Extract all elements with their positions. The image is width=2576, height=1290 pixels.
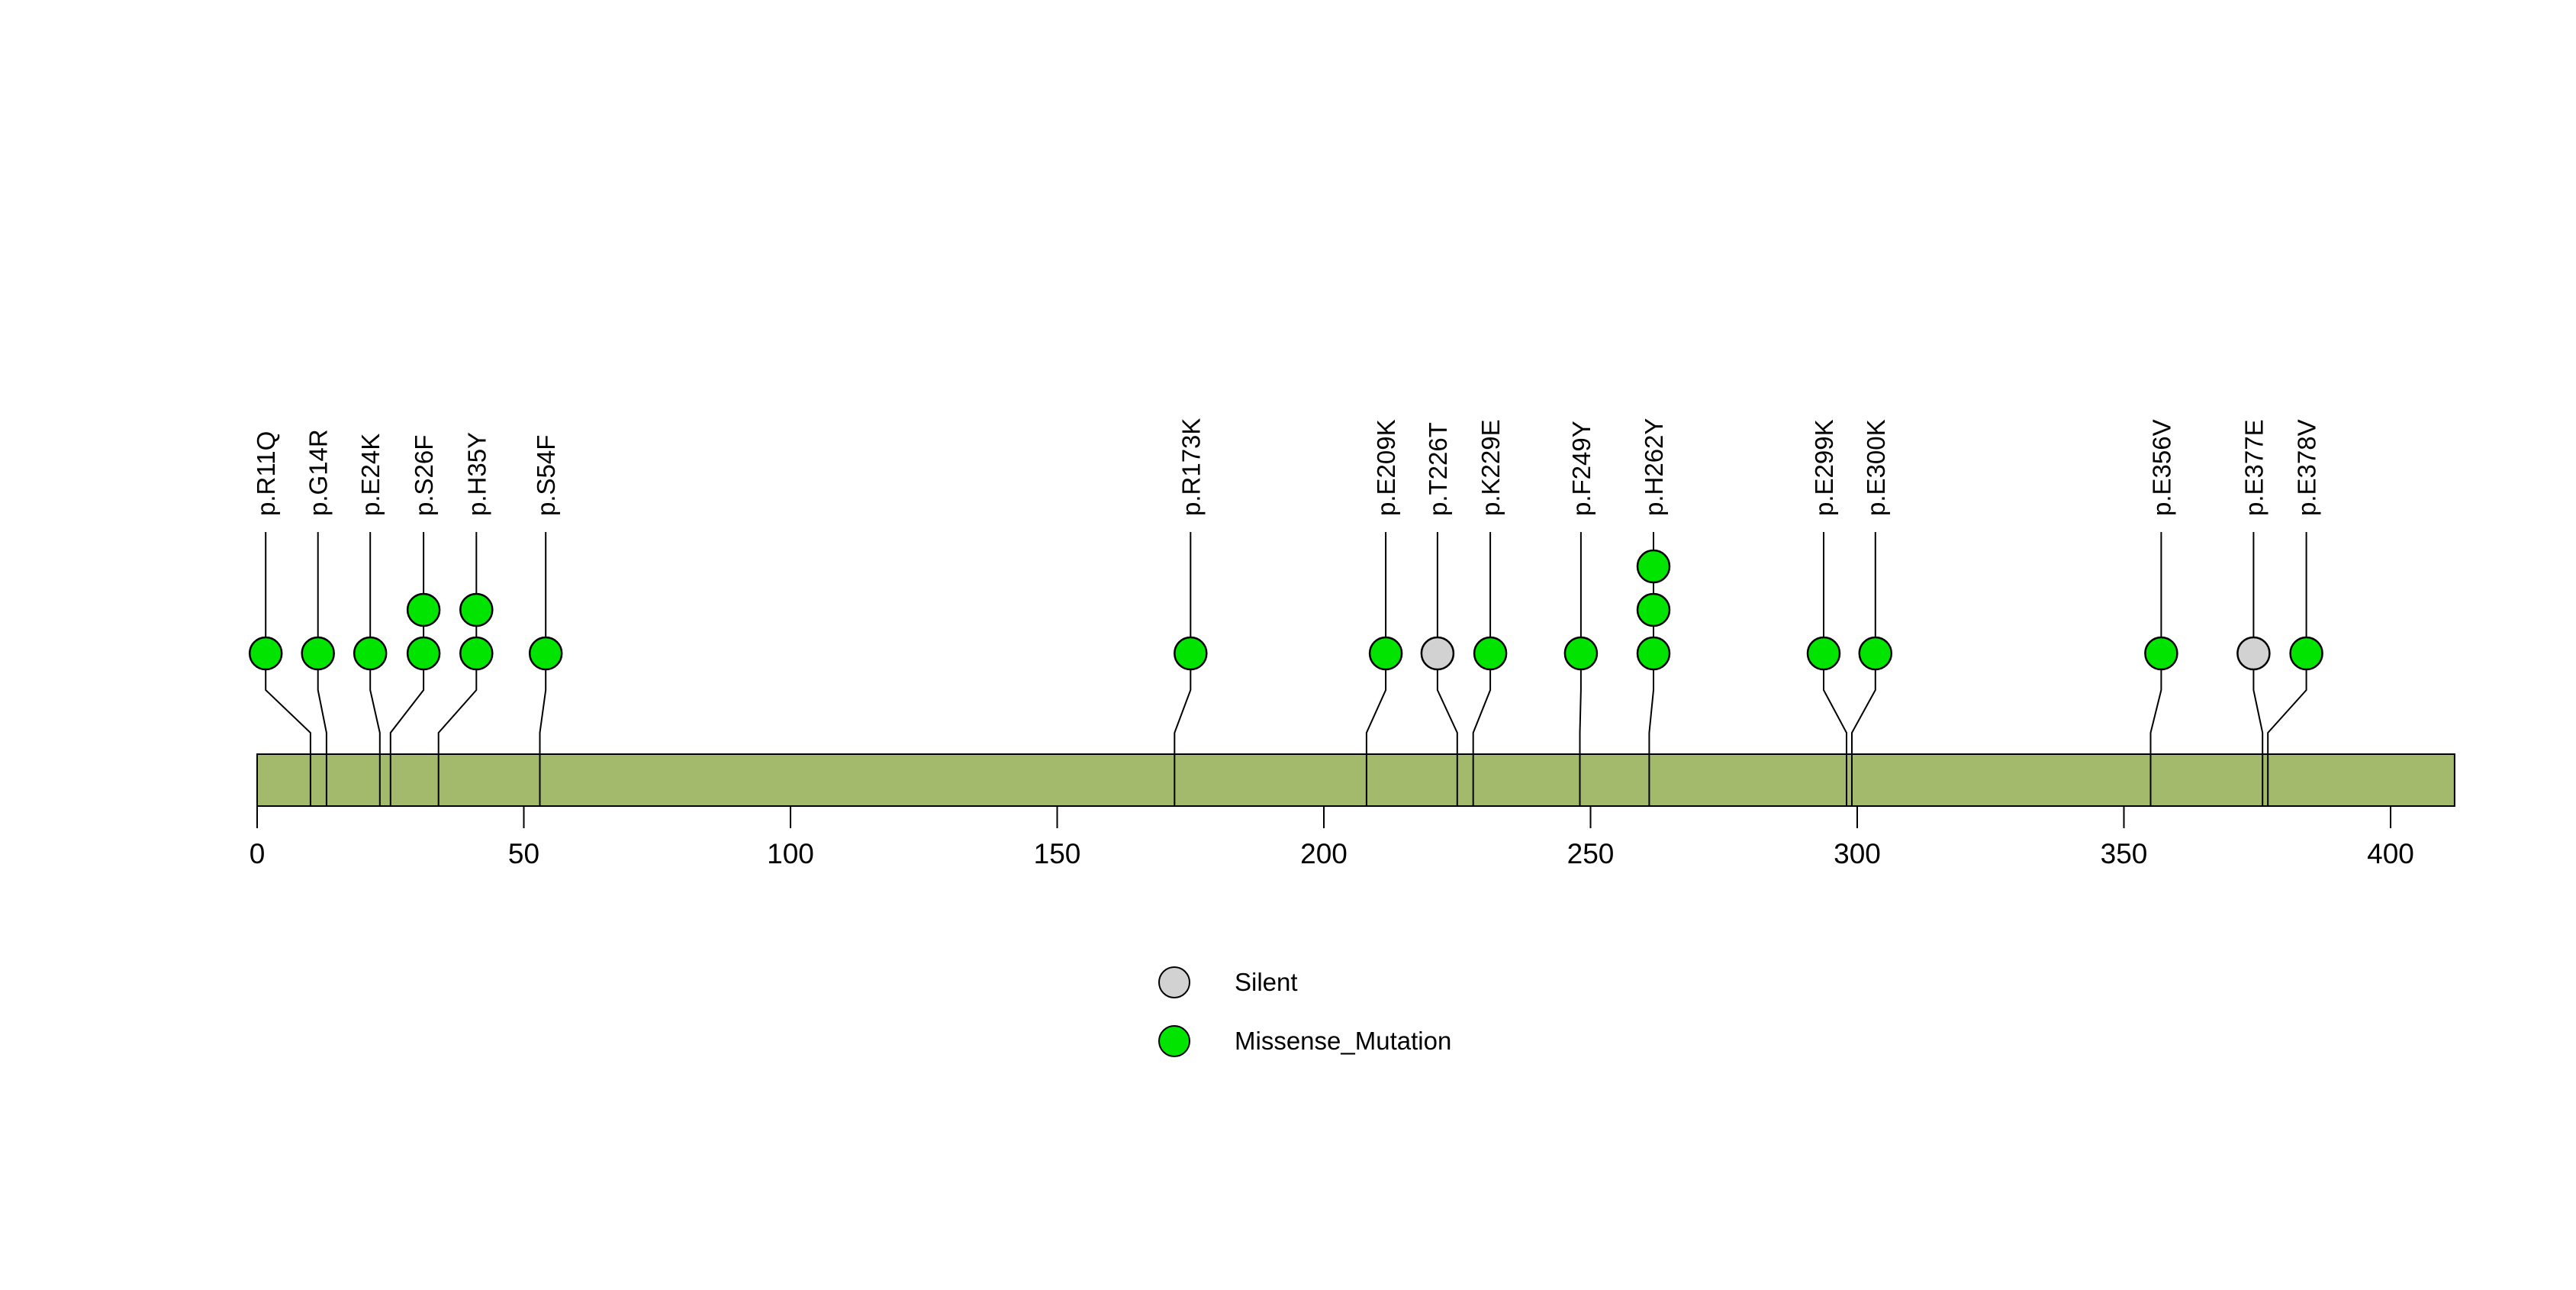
- mutation-circle-pR11Q-1: [248, 636, 283, 671]
- mutation-circle-pS54F-1: [528, 636, 563, 671]
- mutation-stem-pG14R: [317, 532, 327, 806]
- mutation-label-pK229E: p.K229E: [1476, 419, 1505, 516]
- axis-tick-label-50: 50: [508, 838, 539, 869]
- mutation-label-pE356V: p.E356V: [2147, 419, 2175, 516]
- axis-tick-label-300: 300: [1834, 838, 1881, 869]
- axis-tick-label-250: 250: [1567, 838, 1615, 869]
- mutation-circle-pE300K-1: [1858, 636, 1893, 671]
- mutation-label-pE299K: p.E299K: [1810, 419, 1838, 516]
- mutation-circle-pH262Y-1: [1636, 636, 1671, 671]
- axis-tick-label-100: 100: [767, 838, 814, 869]
- protein-bar: [256, 753, 2455, 807]
- mutation-label-pR11Q: p.R11Q: [252, 431, 280, 516]
- mutation-stem-pE209K: [1365, 532, 1387, 806]
- mutation-stem-pE300K: [1851, 532, 1876, 806]
- mutation-stem-pE377E: [2252, 532, 2264, 806]
- mutation-label-pR173K: p.R173K: [1177, 418, 1205, 516]
- mutation-stem-pE356V: [2149, 532, 2162, 806]
- mutation-circle-pH35Y-2: [459, 592, 494, 627]
- mutation-circle-pE377E-1: [2236, 636, 2271, 671]
- mutation-circle-pE378V-1: [2289, 636, 2323, 671]
- mutation-circle-pE299K-1: [1806, 636, 1841, 671]
- mutation-label-pE300K: p.E300K: [1862, 419, 1890, 516]
- mutation-circle-pF249Y-1: [1563, 636, 1599, 671]
- mutation-circle-pR173K-1: [1174, 636, 1208, 671]
- mutation-stem-pE378V: [2267, 532, 2307, 806]
- mutation-circle-pH262Y-2: [1636, 592, 1671, 627]
- mutation-stem-pF249Y: [1579, 532, 1582, 806]
- mutation-label-pF249Y: p.F249Y: [1567, 421, 1596, 516]
- legend: Silent Missense_Mutation: [1158, 966, 1451, 1057]
- legend-item-silent: Silent: [1158, 966, 1451, 998]
- mutation-stem-pE299K: [1823, 532, 1847, 806]
- mutation-label-pG14R: p.G14R: [304, 429, 333, 516]
- mutation-circle-pS26F-1: [406, 636, 441, 671]
- mutation-circle-pK229E-1: [1473, 636, 1508, 671]
- mutation-label-pS26F: p.S26F: [410, 435, 438, 516]
- mutation-label-pE209K: p.E209K: [1372, 419, 1400, 516]
- mutation-stem-pS54F: [539, 532, 547, 806]
- mutation-label-pH262Y: p.H262Y: [1640, 418, 1668, 516]
- axis-tick-label-350: 350: [2101, 838, 2148, 869]
- mutation-stem-pR11Q: [265, 532, 311, 806]
- mutation-circle-pE24K-1: [353, 636, 388, 671]
- mutation-label-pH35Y: p.H35Y: [462, 432, 491, 516]
- mutation-circle-pG14R-1: [301, 636, 335, 671]
- mutation-circle-pT226T-1: [1420, 636, 1455, 671]
- mutation-stem-pR173K: [1174, 532, 1192, 806]
- mutation-circle-pH262Y-3: [1636, 549, 1671, 584]
- mutation-circle-pH35Y-1: [459, 636, 494, 671]
- mutation-stem-pT226T: [1436, 532, 1458, 806]
- axis-tick-label-150: 150: [1034, 838, 1081, 869]
- mutation-circle-pS26F-2: [406, 592, 441, 627]
- mutation-stem-pK229E: [1472, 532, 1492, 806]
- mutation-stem-pE24K: [369, 532, 381, 806]
- mutation-label-pE377E: p.E377E: [2240, 419, 2268, 516]
- axis-tick-label-0: 0: [250, 838, 266, 869]
- axis-tick-label-400: 400: [2367, 838, 2414, 869]
- mutation-label-pS54F: p.S54F: [532, 435, 560, 516]
- legend-swatch-silent-circle: [1158, 966, 1190, 998]
- legend-label-missense-mutation: Missense_Mutation: [1235, 1027, 1452, 1055]
- mutation-label-pE378V: p.E378V: [2293, 419, 2321, 516]
- legend-label-silent: Silent: [1235, 968, 1298, 996]
- mutation-circle-pE209K-1: [1368, 636, 1403, 671]
- mutation-circle-pE356V-1: [2144, 636, 2178, 671]
- legend-swatch-missense-circle: [1158, 1025, 1190, 1057]
- legend-item-missense-mutation: Missense_Mutation: [1158, 1025, 1451, 1057]
- mutation-label-pE24K: p.E24K: [356, 434, 385, 516]
- mutation-label-pT226T: p.T226T: [1424, 422, 1452, 516]
- axis-tick-label-200: 200: [1300, 838, 1348, 869]
